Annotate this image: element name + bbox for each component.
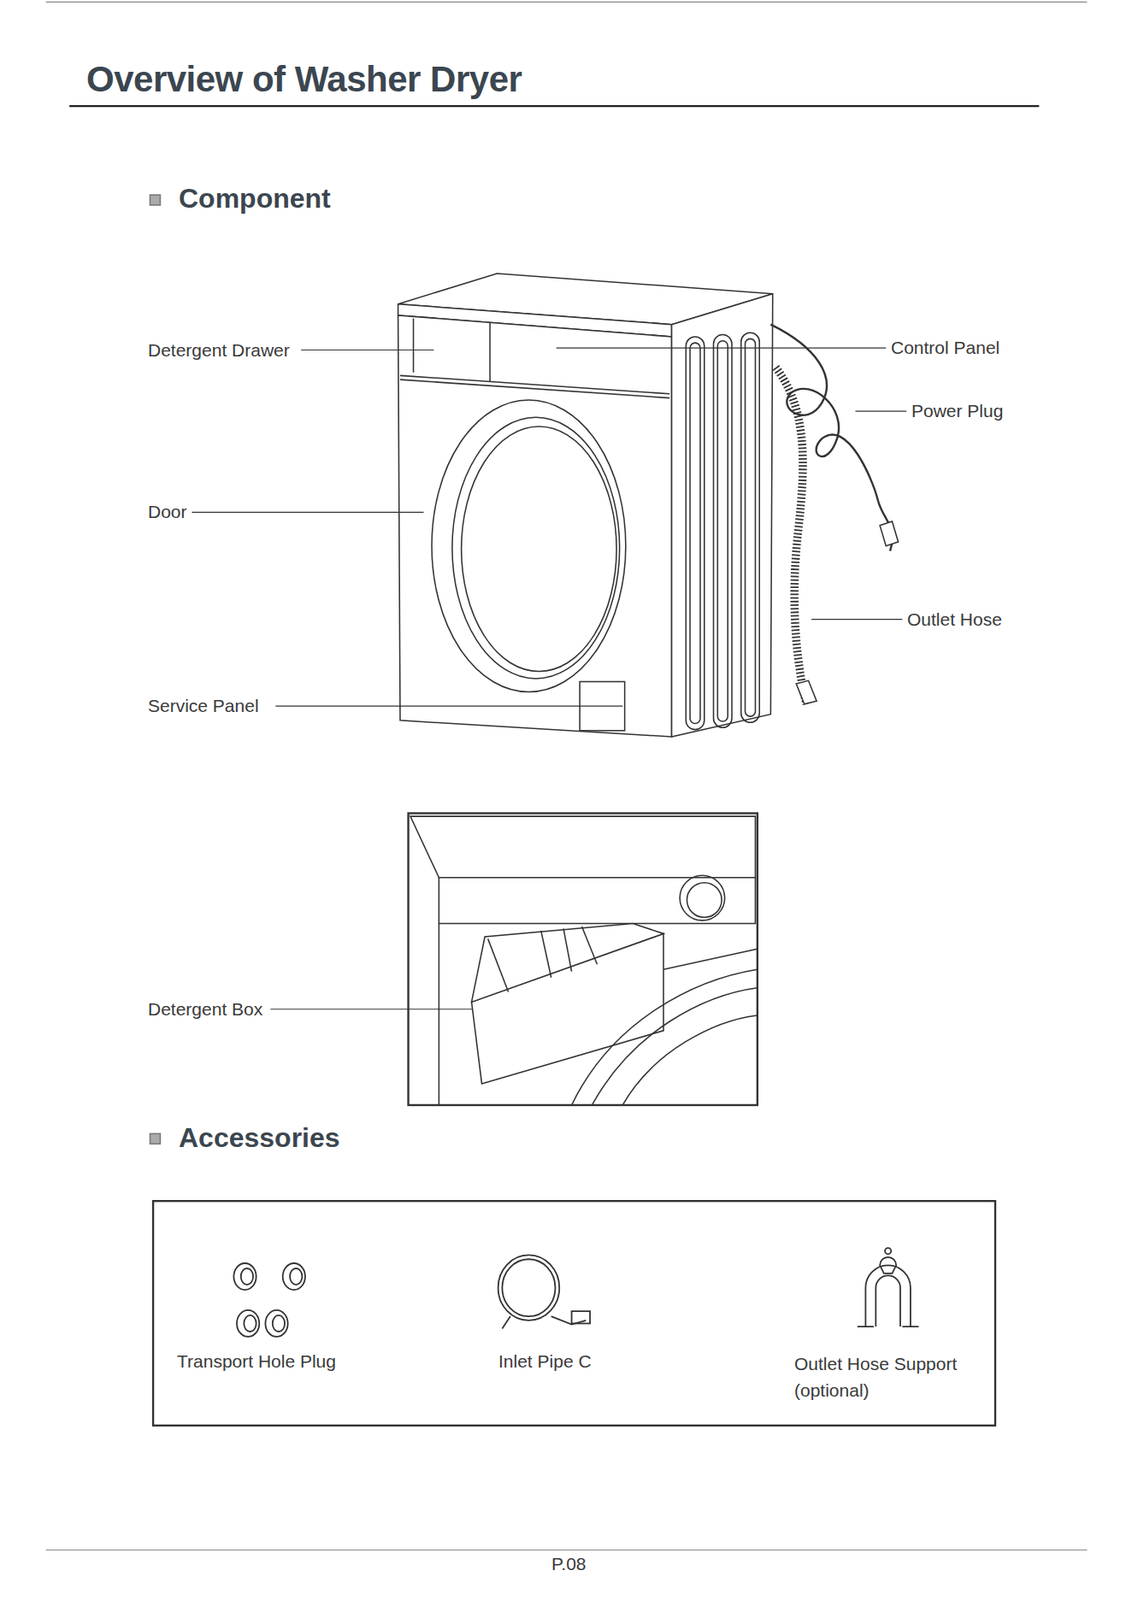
part-label: Detergent Drawer xyxy=(147,339,290,362)
part-label: Service Panel xyxy=(147,695,260,718)
page-number: P.08 xyxy=(551,1553,587,1576)
part-label: Control Panel xyxy=(890,336,1000,360)
section-heading: Component xyxy=(178,181,331,216)
accessory-label: Transport Hole Plug xyxy=(176,1350,337,1374)
section-heading: Accessories xyxy=(178,1120,341,1156)
page-title: Overview of Washer Dryer xyxy=(86,58,522,101)
accessory-label: Outlet Hose Support (optional) xyxy=(794,1350,979,1404)
accessory-label: Inlet Pipe C xyxy=(498,1350,592,1374)
part-label: Power Plug xyxy=(911,400,1003,423)
part-label: Detergent Box xyxy=(147,998,263,1021)
part-label: Outlet Hose xyxy=(907,608,1003,631)
part-label: Door xyxy=(147,501,188,524)
